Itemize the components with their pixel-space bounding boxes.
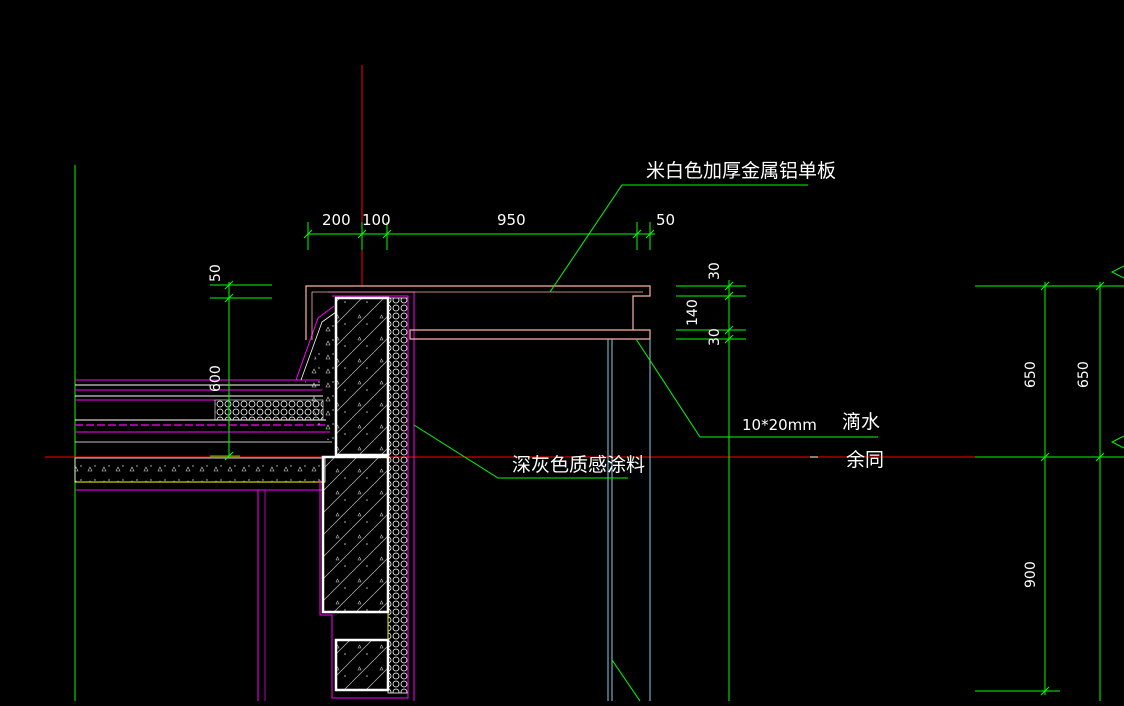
right-small-dimension-chain	[676, 280, 746, 701]
dim-140: 140	[685, 299, 701, 326]
dim-30-lower: 30	[707, 328, 723, 346]
same-label-text: 余同	[846, 449, 884, 471]
dim-200: 200	[322, 211, 351, 229]
drip-leader	[635, 338, 878, 438]
dim-900: 900	[1023, 561, 1039, 588]
parapet-wall	[319, 291, 415, 701]
dim-950: 950	[497, 211, 526, 229]
dim-50-top: 50	[656, 211, 675, 229]
dim-600: 600	[208, 365, 224, 392]
roof-layers	[74, 305, 337, 701]
dim-650-a: 650	[1023, 361, 1039, 388]
dim-30-upper: 30	[707, 262, 723, 280]
panel-leader	[549, 184, 808, 293]
coating-callout-text: 深灰色质感涂料	[512, 454, 645, 476]
dim-50-left: 50	[208, 264, 224, 282]
top-dimension-chain	[303, 222, 655, 250]
dim-650-b: 650	[1076, 361, 1092, 388]
bottom-leader	[611, 659, 641, 702]
far-right-dimension-chain	[975, 265, 1124, 701]
aluminium-panel	[305, 285, 651, 340]
drip-size-text: 10*20mm	[742, 416, 817, 434]
coating-leader	[413, 424, 628, 479]
panel-callout-text: 米白色加厚金属铝单板	[646, 160, 836, 182]
dim-100: 100	[362, 211, 391, 229]
left-dimension-chain	[210, 280, 272, 461]
drip-label-text: 滴水	[842, 411, 880, 433]
